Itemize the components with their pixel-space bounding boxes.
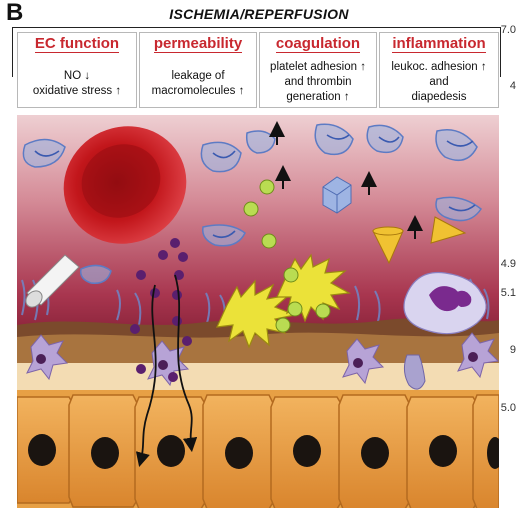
edge-number: 9 bbox=[509, 344, 516, 356]
card-line: generation ↑ bbox=[286, 91, 350, 103]
header-bracket-right bbox=[500, 27, 501, 77]
card-line: oxidative stress ↑ bbox=[32, 85, 122, 97]
leukocyte bbox=[403, 271, 487, 390]
basement-membrane bbox=[17, 332, 499, 367]
card-line: NO ↓ bbox=[63, 70, 91, 82]
figure-title: ISCHEMIA/REPERFUSION bbox=[169, 6, 349, 22]
card-permeability: permeability leakage of macromolecules ↑ bbox=[139, 32, 257, 108]
card-line: and thrombin bbox=[284, 76, 352, 88]
card-line: and bbox=[429, 76, 449, 88]
thrombin-particles bbox=[243, 179, 331, 333]
vessel-illustration bbox=[17, 115, 499, 508]
card-inflammation: inflammation leukoc. adhesion ↑ and diap… bbox=[379, 32, 499, 108]
edge-number: 5.0 bbox=[500, 402, 516, 414]
card-line: leakage of bbox=[171, 70, 225, 82]
cube-molecule bbox=[322, 176, 352, 214]
card-title: permeability bbox=[153, 35, 243, 53]
tissue-cells bbox=[17, 390, 499, 508]
edge-number: 4.9 bbox=[500, 258, 516, 270]
macromolecule-strands bbox=[34, 134, 476, 239]
card-line: leukoc. adhesion ↑ bbox=[391, 61, 487, 73]
leakage-arrows bbox=[135, 274, 198, 467]
increase-arrows bbox=[269, 121, 423, 239]
card-title: coagulation bbox=[275, 35, 361, 53]
panel-letter: B bbox=[6, 0, 24, 26]
header-bracket-left bbox=[12, 27, 13, 77]
header-bracket-line bbox=[12, 27, 500, 28]
cone-molecules bbox=[372, 216, 467, 265]
cylinder-molecule bbox=[25, 254, 80, 308]
card-line: macromolecules ↑ bbox=[151, 85, 245, 97]
edge-number: 7.0 bbox=[500, 24, 516, 36]
red-blood-cell bbox=[63, 126, 187, 244]
pericyte-cells bbox=[26, 332, 499, 387]
card-title: inflammation bbox=[392, 35, 486, 53]
card-title: EC function bbox=[34, 35, 120, 53]
effect-cards: EC function NO ↓ oxidative stress ↑ perm… bbox=[17, 32, 499, 108]
card-line: platelet adhesion ↑ bbox=[270, 61, 366, 73]
interstitium bbox=[17, 363, 499, 393]
card-coagulation: coagulation platelet adhesion ↑ and thro… bbox=[259, 32, 377, 108]
edge-number: 4 bbox=[509, 80, 516, 92]
edge-number: 5.1 bbox=[500, 287, 516, 299]
card-line: diapedesis bbox=[411, 91, 467, 103]
card-ec-function: EC function NO ↓ oxidative stress ↑ bbox=[17, 32, 137, 108]
